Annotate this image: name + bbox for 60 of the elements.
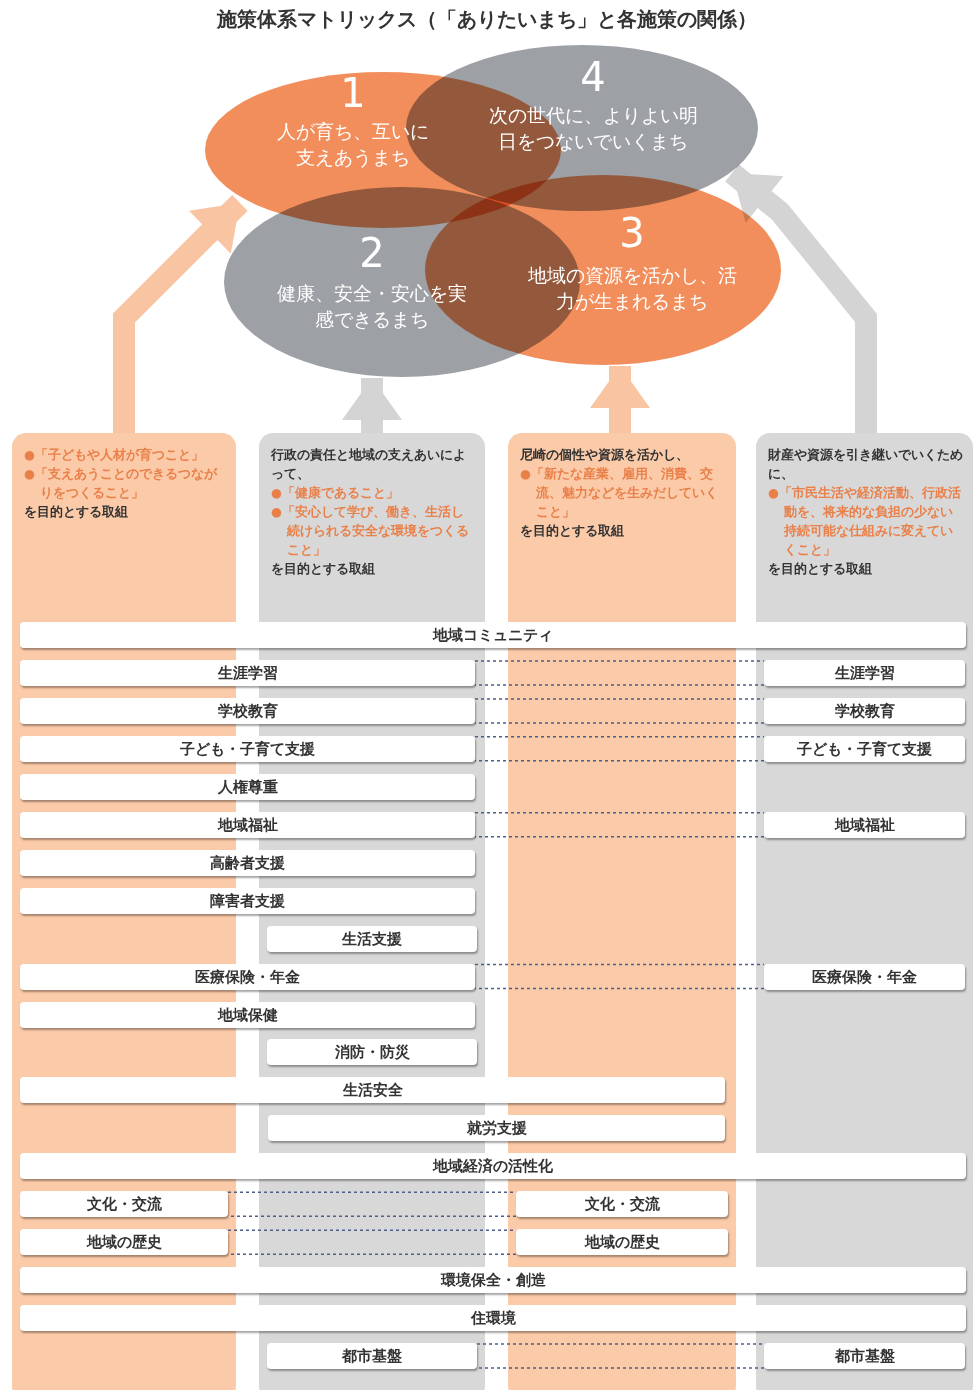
column-heading-text: 行政の責任と地域の支えあいによって、 bbox=[271, 446, 467, 483]
arrow bbox=[342, 378, 402, 433]
goal-statement: ●「子どもや人材が育つこと」 bbox=[24, 446, 205, 464]
policy-bar: 地域福祉 bbox=[20, 811, 475, 838]
goal-number: 3 bbox=[618, 212, 646, 254]
policy-bar: 人権尊重 bbox=[20, 773, 475, 800]
policy-bar: 地域の歴史 bbox=[516, 1229, 728, 1256]
goal-number: 2 bbox=[358, 232, 386, 274]
column-heading-text: を目的とする取組 bbox=[24, 503, 129, 521]
arrow bbox=[725, 164, 877, 433]
policy-bar: 高齢者支援 bbox=[20, 849, 475, 876]
policy-bar: 地域経済の活性化 bbox=[20, 1153, 966, 1180]
policy-bar: 文化・交流 bbox=[516, 1191, 728, 1218]
dotted-connector bbox=[227, 1229, 517, 1255]
goal-statement: ●「健康であること」 bbox=[271, 484, 400, 502]
dotted-connector bbox=[474, 812, 765, 838]
goal-statement: ●「新たな産業、雇用、消費、交流、魅力などを生みだしていくこと」 bbox=[520, 465, 719, 521]
policy-bar: 地域コミュニティ bbox=[20, 622, 966, 648]
dotted-connector bbox=[474, 963, 765, 990]
goal-text: 地域の資源を活かし、活力が生まれるまち bbox=[526, 263, 738, 314]
policy-bar: 学校教育 bbox=[20, 697, 475, 724]
dotted-connector bbox=[474, 660, 765, 686]
policy-bar: 生活支援 bbox=[267, 925, 477, 952]
policy-bar: 都市基盤 bbox=[764, 1343, 965, 1370]
policy-bar: 生涯学習 bbox=[764, 659, 965, 686]
policy-bar: 消防・防災 bbox=[267, 1039, 477, 1066]
policy-bar: 生涯学習 bbox=[20, 659, 475, 686]
goal-statement: ●「市民生活や経済活動、行政活動を、将来的な負担の少ない持続可能な仕組みに変えていくこと」 bbox=[768, 484, 962, 559]
dotted-connector bbox=[227, 1191, 517, 1217]
column-heading-text: 尼崎の個性や資源を活かし、 bbox=[520, 446, 690, 464]
goal-statement: ●「安心して学び、働き、生活し続けられる安全な環境をつくること」 bbox=[271, 503, 470, 559]
policy-bar: 医療保険・年金 bbox=[20, 963, 475, 990]
policy-bar: 地域の歴史 bbox=[20, 1229, 228, 1256]
arrow bbox=[113, 195, 248, 433]
policy-bar: 環境保全・創造 bbox=[20, 1267, 966, 1294]
arrow bbox=[590, 366, 650, 433]
policy-bar: 地域福祉 bbox=[764, 811, 965, 838]
policy-bar: 住環境 bbox=[20, 1305, 966, 1332]
dotted-connector bbox=[474, 736, 765, 762]
goal-statement: ●「支えあうことのできるつながりをつくること」 bbox=[24, 465, 219, 502]
column-heading-text: を目的とする取組 bbox=[768, 560, 873, 578]
dotted-connector bbox=[476, 1343, 765, 1369]
policy-bar: 医療保険・年金 bbox=[764, 963, 965, 990]
column-heading-text: 財産や資源を引き継いでいくために、 bbox=[768, 446, 963, 483]
policy-bar: 地域保健 bbox=[20, 1001, 475, 1028]
policy-bar: 生活安全 bbox=[20, 1077, 725, 1104]
goal-text: 健康、安全・安心を実感できるまち bbox=[277, 281, 467, 332]
diagram-title: 施策体系マトリックス（「ありたいまち」と各施策の関係） bbox=[215, 6, 758, 33]
goal-number: 1 bbox=[339, 72, 367, 114]
policy-bar: 就労支援 bbox=[268, 1115, 725, 1142]
policy-bar: 障害者支援 bbox=[20, 887, 475, 914]
dotted-connector bbox=[474, 698, 765, 724]
goal-number: 4 bbox=[579, 56, 607, 98]
policy-bar: 子ども・子育て支援 bbox=[764, 735, 965, 762]
policy-bar: 文化・交流 bbox=[20, 1191, 228, 1218]
policy-bar: 学校教育 bbox=[764, 697, 965, 724]
policy-bar: 子ども・子育て支援 bbox=[20, 735, 475, 762]
column-heading-text: を目的とする取組 bbox=[520, 522, 625, 540]
policy-bar: 都市基盤 bbox=[267, 1343, 477, 1370]
column-heading-text: を目的とする取組 bbox=[271, 560, 376, 578]
